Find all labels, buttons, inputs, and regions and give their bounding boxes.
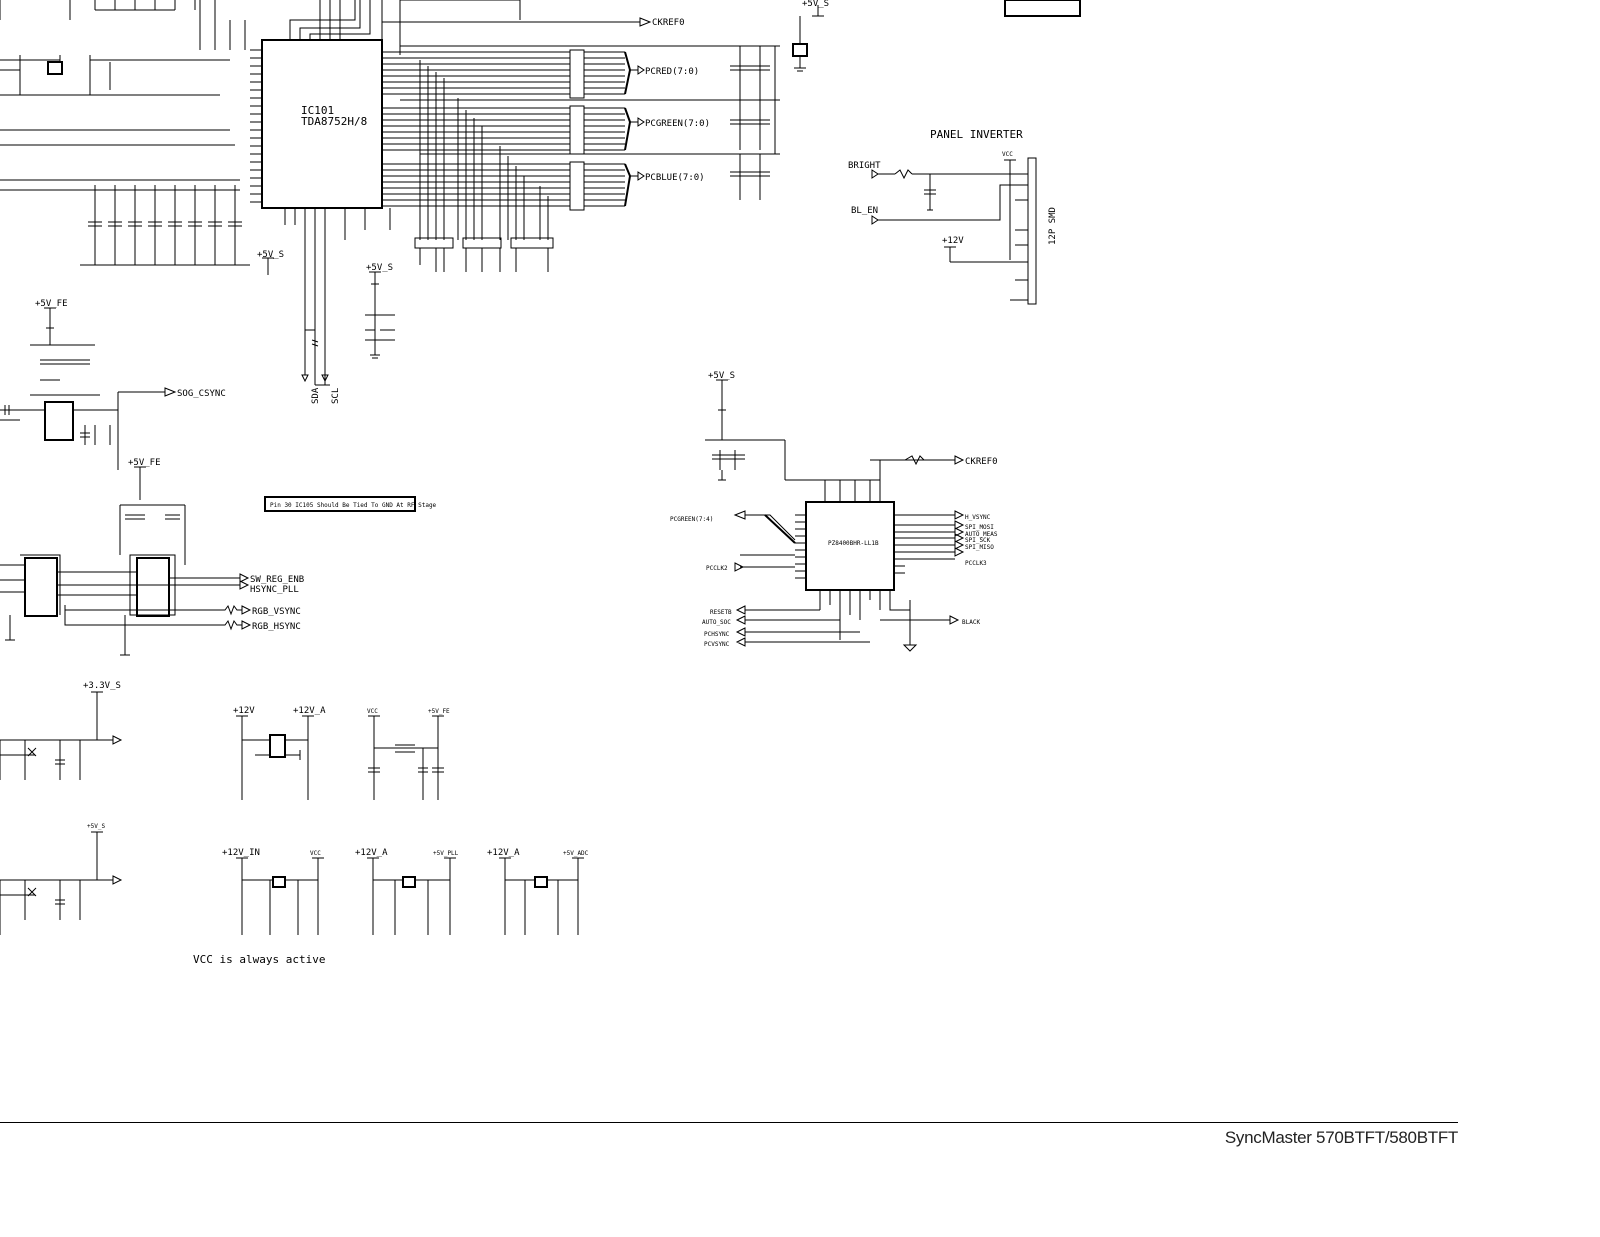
output-caps — [400, 45, 780, 200]
reg1-block: +3.3V_S — [0, 681, 123, 780]
panel-inverter-block: PANEL INVERTER 12P SMD BRIGHT BL_EN +12V… — [848, 128, 1058, 305]
net-pcgreen74: PCGREEN(7:4) — [670, 516, 713, 523]
ic120-part: PZ8400BHR-LL1B — [828, 540, 879, 547]
power-block-c: +12V_IN VCC — [222, 848, 324, 935]
rail-fe2: +5V_FE — [128, 458, 161, 468]
net-pcred: PCRED(7:0) — [645, 67, 699, 77]
reg-c-chip — [272, 876, 286, 888]
inverter-connector — [1027, 157, 1037, 305]
net-spi-miso: SPI_MISO — [965, 544, 994, 551]
pin-note-box — [264, 496, 416, 512]
panel-inverter-title: PANEL INVERTER — [930, 128, 1023, 141]
ic105-chip — [24, 557, 58, 617]
net-hsync-pll: HSYNC_PLL — [250, 585, 299, 595]
rail-ic101: +5V_S — [257, 250, 284, 260]
net-pcblue: PCBLUE(7:0) — [645, 173, 705, 183]
top-right-supply: +5V_S — [792, 0, 1081, 72]
rail-top-right: +5V_S — [802, 0, 829, 9]
net-pcclk2: PCCLK2 — [706, 565, 728, 572]
pbd-out: +5V_PLL — [433, 850, 459, 857]
net-sog-csync: SOG_CSYNC — [177, 389, 226, 399]
rail-right-ic: +5V_S — [708, 371, 735, 381]
net-auto-meas: AUTO_MEAS — [965, 531, 998, 538]
net-h-vsync: H_VSYNC — [965, 514, 991, 521]
vcc-note: VCC is always active — [193, 953, 325, 966]
reg-e-chip — [534, 876, 548, 888]
net-auto-soc: AUTO_SOC — [702, 619, 731, 626]
pba-in: +12V — [233, 706, 255, 716]
power-block-a: +12V +12V_A — [233, 706, 326, 800]
net-spi-mosi: SPI_MOSI — [965, 524, 994, 531]
net-spi-sck: SPI_SCK — [965, 537, 991, 544]
resistor-packs — [414, 49, 632, 272]
footer-rule — [0, 1122, 1458, 1123]
net-vcc-inverter: VCC — [1002, 151, 1013, 158]
top-nets: CKREF0 PCRED(7:0) PCGREEN(7:0) PCBLUE(7:… — [630, 17, 710, 183]
pbe-in: +12V_A — [487, 848, 520, 858]
note-box-top — [1004, 0, 1081, 17]
pbe-out: +5V_ADC — [563, 850, 589, 857]
rail-reg1: +3.3V_S — [83, 681, 121, 691]
pbb-out: +5V_FE — [428, 708, 450, 715]
pbb-in: VCC — [367, 708, 378, 715]
top-left-fragment — [0, 0, 246, 191]
net-bl-en: BL_EN — [851, 206, 878, 216]
reg-a-chip — [269, 734, 286, 758]
net-rgb-vsync: RGB_VSYNC — [252, 607, 301, 617]
net-resetb: RESETB — [710, 609, 732, 616]
ic106-chip — [136, 557, 170, 617]
power-block-b: VCC +5V_FE — [367, 708, 450, 800]
net-rgb-hsync: RGB_HSYNC — [252, 622, 301, 632]
power-block-d: +12V_A +5V_PLL — [355, 848, 459, 935]
ic101-part: TDA8752H/8 — [301, 115, 367, 128]
power-block-e: +12V_A +5V_ADC — [487, 848, 589, 935]
connector-label: 12P SMD — [1048, 207, 1058, 245]
net-12v-inverter: +12V — [942, 236, 964, 246]
pbd-in: +12V_A — [355, 848, 388, 858]
net-scl: SCL — [331, 388, 341, 404]
pbc-out: VCC — [310, 850, 321, 857]
ic104-chip — [44, 401, 74, 441]
pin-note: Pin 30 IC105 Should Be Tied To GND At RF… — [270, 502, 437, 509]
net-black: BLACK — [962, 619, 980, 626]
ic101-block: IC101 TDA8752H/8 — [250, 0, 640, 386]
net-sda: SDA — [311, 387, 321, 404]
fe2-block: +5V_FE SW_REG_ENB HSYNC_PLL RGB_VSYNC RG… — [0, 458, 304, 656]
reg-d-chip — [402, 876, 416, 888]
rail-sda-block: +5V_S — [366, 263, 393, 273]
net-bright: BRIGHT — [848, 161, 881, 171]
net-ckref0-right: CKREF0 — [965, 457, 998, 467]
rail-fe1: +5V_FE — [35, 299, 68, 309]
net-sw-reg-enb: SW_REG_ENB — [250, 575, 304, 585]
ic101-chip — [261, 39, 383, 209]
pba-out: +12V_A — [293, 706, 326, 716]
oscillator-ic — [792, 43, 808, 57]
ic101-ref: IC101 — [301, 104, 334, 117]
rail-reg2: +5V_S — [87, 823, 105, 830]
net-pchsync: PCHSYNC — [704, 631, 730, 638]
ic120-block: +5V_S PZ8400BHR-LL1B CKREF0 PCGREEN(7:4)… — [670, 371, 998, 652]
net-ckref0-top: CKREF0 — [652, 18, 685, 28]
net-pcgreen: PCGREEN(7:0) — [645, 119, 710, 129]
sog-block: +5V_FE SOG_CSYNC — [0, 299, 226, 470]
footer-model: SyncMaster 570BTFT/580BTFT — [1224, 1128, 1458, 1147]
sda-scl-block: +5V_S +5V_S SDA SCL — [257, 250, 395, 404]
pbc-in: +12V_IN — [222, 848, 260, 858]
net-pcclk3: PCCLK3 — [965, 560, 987, 567]
regulator-ic — [47, 61, 63, 75]
ic101-decoupling — [80, 185, 250, 266]
net-pcvsync: PCVSYNC — [704, 641, 730, 648]
reg2-block: +5V_S — [0, 823, 123, 935]
